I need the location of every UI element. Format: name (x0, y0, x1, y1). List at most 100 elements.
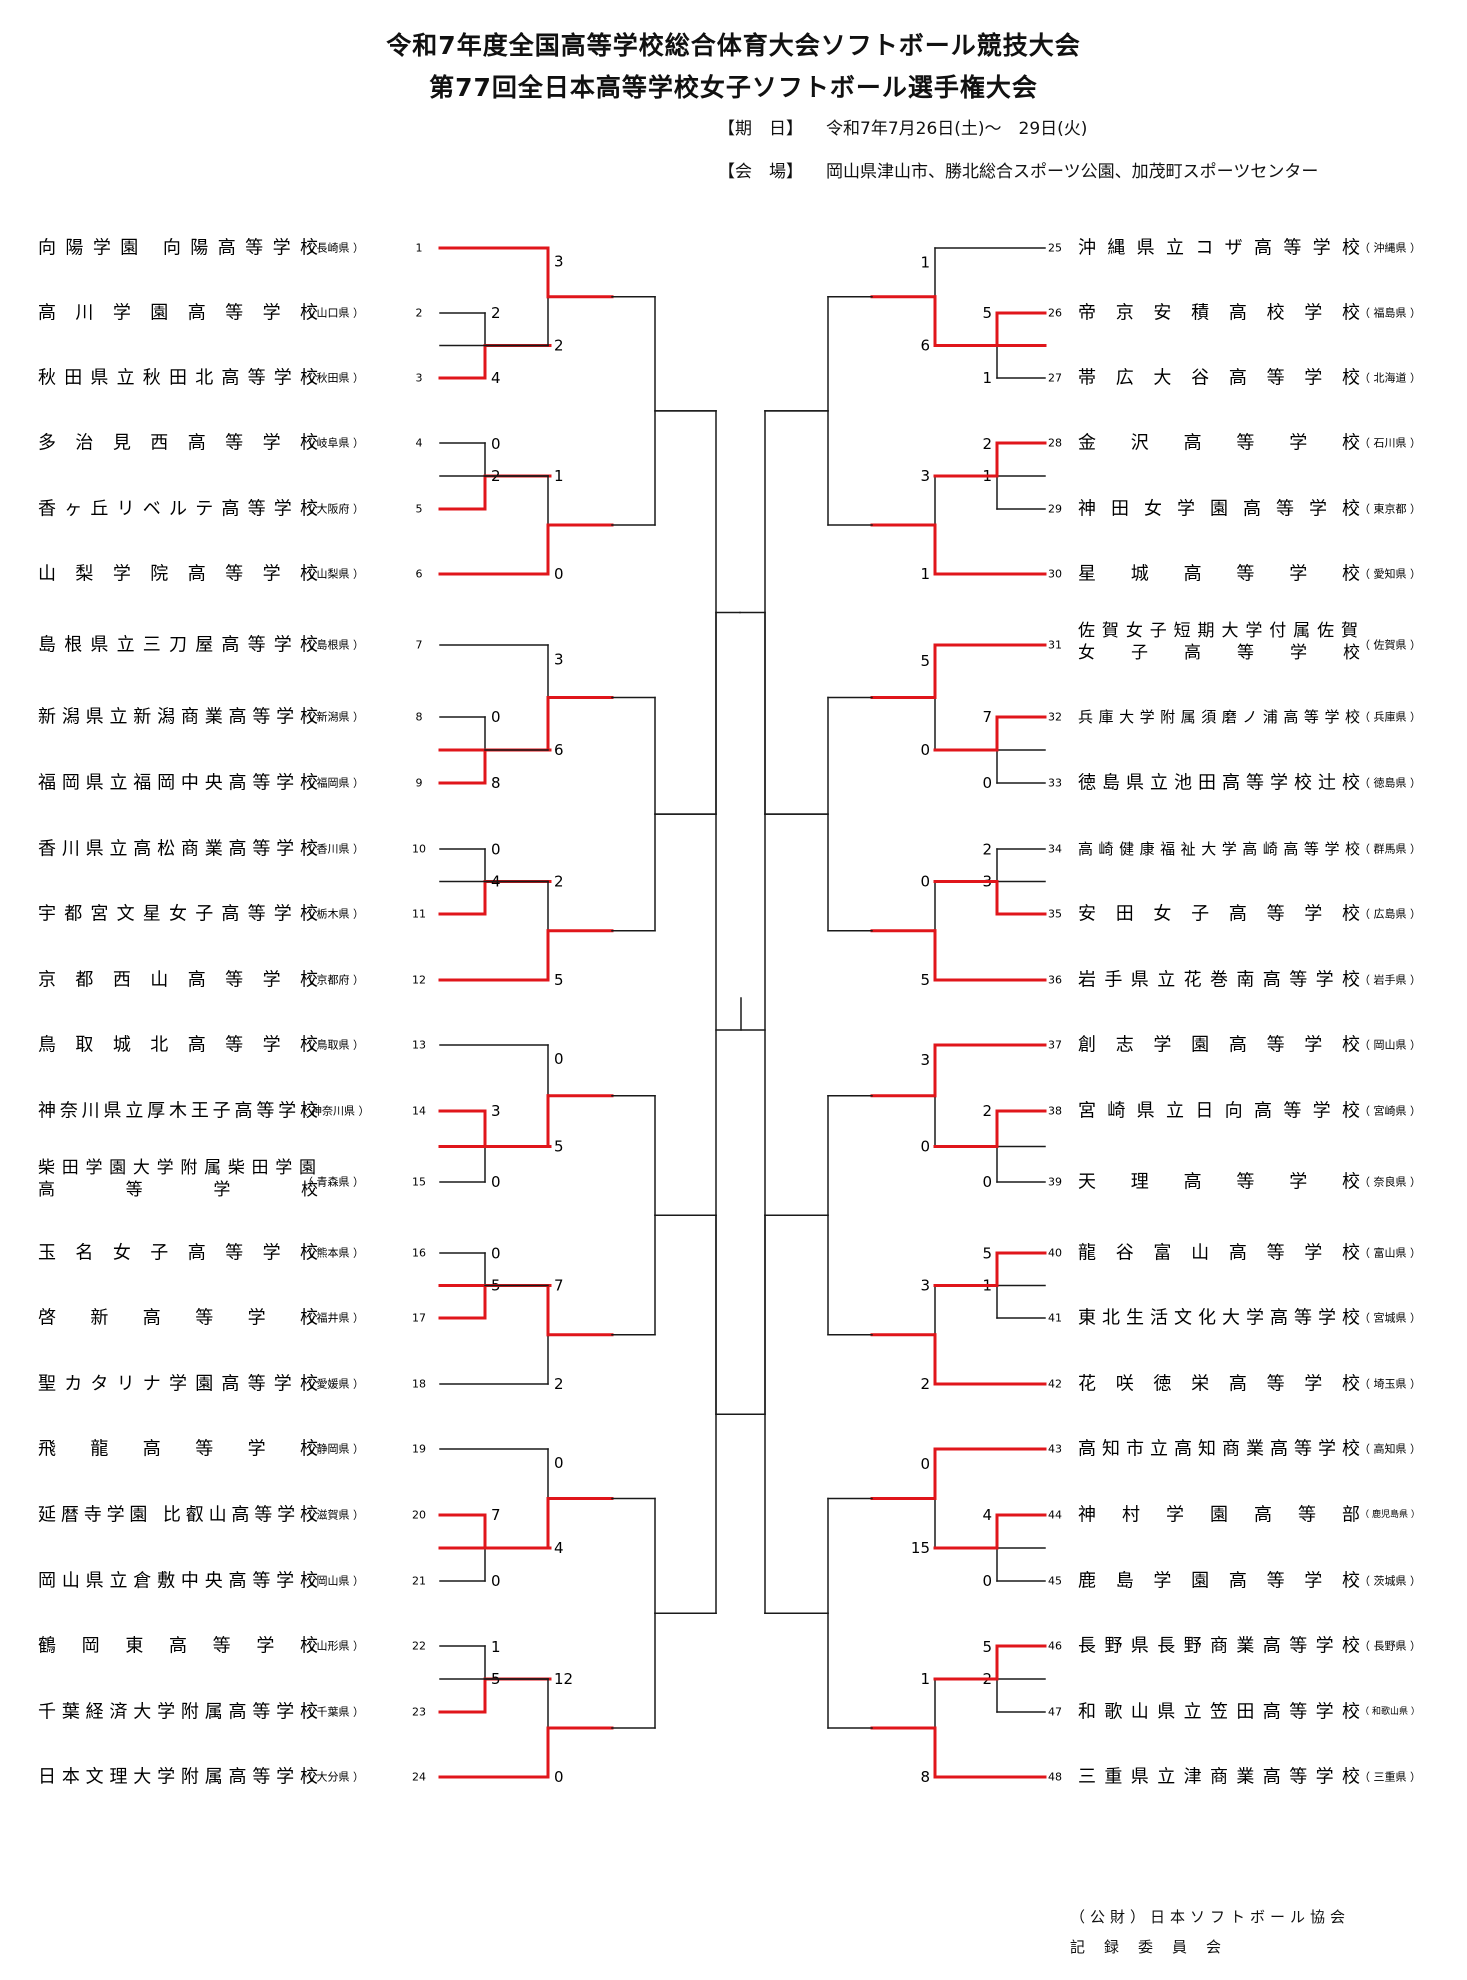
score: 0 (491, 708, 501, 726)
team-name: 花咲徳栄高等学校 (1078, 1374, 1360, 1395)
score: 5 (982, 304, 992, 322)
score: 8 (491, 774, 501, 792)
team-prefecture: （ 新潟県 ） (302, 710, 364, 724)
team-number: 36 (1048, 974, 1062, 987)
team-prefecture: （ 鹿児島県 ） (1360, 1508, 1420, 1520)
team-name: 京都西山高等学校 (38, 970, 318, 991)
score: 3 (554, 253, 564, 271)
team-number: 38 (1048, 1105, 1062, 1118)
team-name: 星城高等学校 (1078, 564, 1360, 585)
team-number: 30 (1048, 568, 1062, 581)
team-prefecture: （ 東京都 ） (1359, 502, 1421, 516)
score: 1 (491, 1638, 501, 1656)
score: 0 (920, 1455, 930, 1473)
team-number: 24 (412, 1771, 426, 1784)
score: 2 (554, 337, 564, 355)
team-name: 高知市立高知商業高等学校 (1078, 1439, 1360, 1460)
team-prefecture: （ 岡山県 ） (302, 1575, 364, 1588)
team-number: 21 (412, 1575, 426, 1588)
team-name: 天理高等学校 (1078, 1172, 1360, 1193)
score: 0 (554, 1050, 564, 1068)
team-prefecture: （ 山梨県 ） (302, 567, 364, 581)
team-number: 7 (416, 639, 423, 652)
score: 8 (920, 1768, 930, 1786)
team-number: 12 (412, 974, 426, 987)
team-name: 鳥取城北高等学校 (38, 1035, 318, 1056)
team-number: 9 (416, 777, 423, 790)
team-number: 1 (416, 242, 423, 255)
team-prefecture: （ 群馬県 ） (1359, 842, 1421, 856)
score: 0 (982, 1173, 992, 1191)
team-number: 34 (1048, 843, 1062, 856)
team-prefecture: （ 徳島県 ） (1359, 776, 1421, 790)
team-prefecture: （ 埼玉県 ） (1359, 1377, 1421, 1391)
team-name: 飛龍高等学校 (38, 1439, 318, 1460)
date-info: 【期 日】令和7年7月26日(土)～ 29日(火) (718, 114, 1087, 139)
team-name: 宇都宮文星女子高等学校 (38, 904, 318, 925)
team-number: 15 (412, 1176, 426, 1189)
title-championship: 第77回全日本高等学校女子ソフトボール選手権大会 (429, 73, 1038, 102)
team-name: 高崎健康福祉大学高崎高等学校 (1078, 840, 1360, 858)
team-name: 玉名女子高等学校 (38, 1243, 318, 1264)
team-number: 26 (1048, 307, 1062, 320)
team-name: 女 子 高 等 学 校 (1078, 643, 1360, 663)
team-name: 帯広大谷高等学校 (1078, 368, 1360, 389)
score: 0 (491, 1572, 501, 1590)
score: 0 (491, 435, 501, 453)
score: 7 (982, 708, 992, 726)
score: 4 (982, 1506, 992, 1524)
score: 1 (920, 254, 930, 272)
score: 1 (920, 565, 930, 583)
score: 0 (920, 873, 930, 891)
team-number: 3 (416, 372, 423, 385)
team-name: 安田女子高等学校 (1078, 904, 1360, 925)
team-name: 佐賀女子短期大学付属佐賀 (1078, 621, 1360, 641)
team-name: 向陽学園 向陽高等学校 (38, 238, 318, 259)
score: 6 (920, 337, 930, 355)
team-number: 4 (416, 437, 423, 450)
team-name: 創志学園高等学校 (1078, 1035, 1360, 1056)
team-number: 48 (1048, 1771, 1062, 1784)
score: 1 (982, 369, 992, 387)
team-number: 29 (1048, 503, 1062, 516)
team-name: 香川県立高松商業高等学校 (38, 839, 318, 860)
team-prefecture: （ 福岡県 ） (302, 776, 364, 790)
team-number: 2 (416, 307, 423, 320)
team-number: 14 (412, 1105, 426, 1118)
score: 5 (982, 1245, 992, 1263)
team-name: 長野県長野商業高等学校 (1078, 1636, 1360, 1657)
score: 2 (920, 1375, 930, 1393)
team-prefecture: （ 大分県 ） (302, 1770, 364, 1784)
team-name: 啓新高等学校 (38, 1308, 318, 1329)
team-prefecture: （ 熊本県 ） (302, 1246, 364, 1260)
score: 2 (491, 304, 501, 322)
team-prefecture: （ 佐賀県 ） (1359, 638, 1421, 652)
score: 1 (920, 1670, 930, 1688)
team-number: 8 (416, 711, 423, 724)
score: 0 (982, 1572, 992, 1590)
team-prefecture: （ 宮城県 ） (1359, 1311, 1421, 1325)
score: 0 (982, 774, 992, 792)
score: 4 (554, 1539, 564, 1557)
score: 0 (920, 1138, 930, 1156)
team-number: 32 (1048, 711, 1062, 724)
team-name: 和歌山県立笠田高等学校 (1078, 1702, 1360, 1723)
team-prefecture: （ 石川県 ） (1359, 437, 1421, 450)
team-name: 神村学園高等部 (1078, 1505, 1360, 1526)
team-prefecture: （ 香川県 ） (302, 843, 364, 856)
score: 7 (491, 1506, 501, 1524)
team-name: 兵庫大学附属須磨ノ浦高等学校 (1078, 708, 1360, 726)
team-prefecture: （ 高知県 ） (1359, 1442, 1421, 1456)
team-name: 高 等 学 校 (38, 1180, 318, 1200)
team-number: 23 (412, 1706, 426, 1719)
team-prefecture: （ 茨城県 ） (1359, 1574, 1421, 1588)
team-name: 鶴岡東高等学校 (38, 1636, 318, 1657)
team-name: 東北生活文化大学高等学校 (1078, 1308, 1360, 1329)
team-prefecture: （ 山形県 ） (302, 1640, 364, 1653)
team-name: 沖縄県立コザ高等学校 (1078, 238, 1360, 259)
team-number: 31 (1048, 639, 1062, 652)
score: 0 (491, 1173, 501, 1191)
score: 1 (554, 467, 564, 485)
team-number: 46 (1048, 1640, 1062, 1653)
team-number: 47 (1048, 1706, 1062, 1719)
